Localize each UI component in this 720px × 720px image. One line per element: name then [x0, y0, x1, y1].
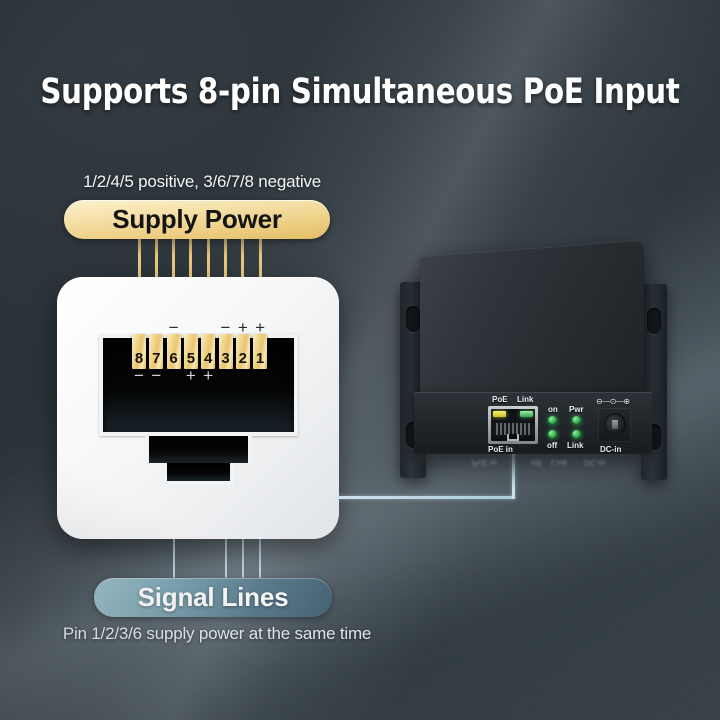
- device-rj45-port-inner: [491, 409, 535, 441]
- pin-sign-below-5: +: [185, 366, 196, 385]
- device-rj45-port[interactable]: [488, 406, 538, 444]
- dc-in-caption: DC-in: [600, 445, 622, 454]
- rj45-pin-1: 1: [253, 334, 268, 369]
- rj45-pin-number: 1: [255, 350, 265, 367]
- poe-in-caption: PoE in: [488, 445, 513, 454]
- rj45-pin-number: 7: [152, 350, 161, 367]
- led-off-icon: [548, 430, 557, 439]
- rj45-pin-4: 4: [201, 334, 216, 369]
- rj45-cavity-key-mid: [145, 436, 252, 463]
- pin-sign-below-7: −: [151, 366, 162, 385]
- dc-in-caption-reflection: DC-in: [584, 458, 606, 467]
- rj45-pin-7: 7: [149, 334, 164, 369]
- pin-sign-above-3: −: [220, 318, 231, 337]
- page-title: Supports 8-pin Simultaneous PoE Input: [40, 72, 680, 112]
- pin-sign-above-6: −: [168, 318, 179, 337]
- poe-splitter-device: PoE Link PoE in on Pwr off Link ⊖—⊙—: [398, 239, 690, 489]
- rj45-key-notch: [507, 434, 519, 441]
- poe-in-caption-reflection: PoE in: [472, 458, 497, 467]
- rj45-pin-6: 6: [166, 334, 181, 369]
- rj45-pin-number: 6: [169, 350, 178, 367]
- rj45-pin-3: 3: [218, 334, 233, 369]
- led-label-off: off: [547, 441, 558, 450]
- link-port-led-label: Link: [517, 395, 534, 404]
- rj45-pin-number: 4: [204, 350, 213, 367]
- bracket-slot-icon: [647, 308, 661, 334]
- signal-lines-badge-label: Signal Lines: [137, 582, 289, 612]
- dc-polarity-icon: ⊖—⊙—⊕: [596, 397, 630, 406]
- supply-power-badge-label: Supply Power: [112, 204, 282, 234]
- led-label-link: Link: [567, 441, 584, 450]
- led-pwr-icon: [572, 416, 581, 425]
- rj45-pin-5: 5: [183, 334, 198, 369]
- led-label-pwr: Pwr: [569, 405, 584, 414]
- supply-power-badge: Supply Power: [64, 200, 330, 239]
- poe-led-icon: [493, 411, 506, 417]
- supply-power-caption: 1/2/4/5 positive, 3/6/7/8 negative: [83, 172, 321, 191]
- link-led-icon: [520, 411, 533, 417]
- rj45-contacts-icon: [496, 423, 530, 435]
- rj45-pin-number: 3: [221, 350, 230, 367]
- device-front-panel: PoE Link PoE in on Pwr off Link ⊖—⊙—: [414, 392, 652, 454]
- pin-sign-below-8: −: [134, 366, 144, 385]
- led-label-on: on: [548, 405, 558, 414]
- pin-sign-below-4: +: [203, 366, 214, 385]
- device-top-shell: [420, 239, 644, 409]
- connector-cable-horizontal: [337, 496, 515, 499]
- led-on-icon: [548, 416, 557, 425]
- rj45-pin-number: 5: [186, 350, 196, 367]
- dc-jack-pin-icon: [612, 420, 618, 429]
- rj45-cavity-main: [99, 334, 298, 436]
- rj45-cavity-key-low: [163, 463, 234, 485]
- led-label-link-reflection: Link: [551, 458, 568, 467]
- dc-power-jack[interactable]: [604, 413, 626, 435]
- rj45-pin-number: 2: [238, 350, 247, 367]
- pin-sign-above-1: +: [255, 318, 266, 337]
- signal-lines-badge: Signal Lines: [94, 578, 332, 617]
- pin-sign-above-2: +: [237, 318, 248, 337]
- rj45-pin-8: 8: [132, 334, 146, 369]
- rj45-pin-number: 8: [134, 350, 144, 367]
- led-label-off-reflection: off: [531, 458, 542, 467]
- dc-jack-plate: [598, 408, 631, 442]
- led-link-icon: [572, 430, 581, 439]
- rj45-pin-2: 2: [235, 334, 250, 369]
- bracket-slot-icon: [406, 306, 420, 332]
- signal-lines-caption: Pin 1/2/3/6 supply power at the same tim…: [62, 624, 372, 643]
- poe-port-led-label: PoE: [492, 395, 508, 404]
- device-reflection: PoE in off Link DC-in: [414, 454, 652, 488]
